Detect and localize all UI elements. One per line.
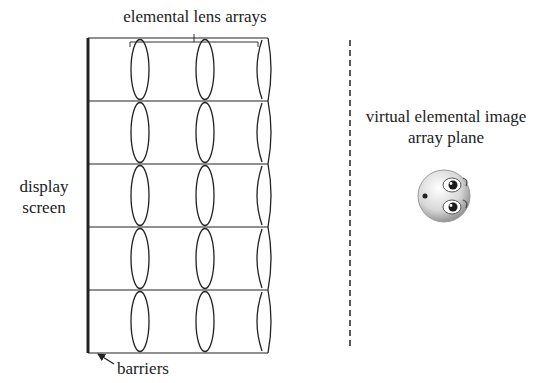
barrier-line <box>88 352 268 353</box>
viewer-head <box>418 170 470 222</box>
partial-lens <box>257 101 271 164</box>
lens-edge <box>268 38 269 353</box>
lens <box>196 103 214 163</box>
lens <box>196 40 214 100</box>
barrier-line <box>88 226 268 227</box>
barrier-line <box>88 100 268 101</box>
barrier-grid <box>88 38 268 353</box>
lens <box>131 292 149 352</box>
partial-lens <box>257 227 271 290</box>
lens <box>196 292 214 352</box>
virtual-plane-line <box>349 40 351 348</box>
barrier-line <box>88 289 268 290</box>
leader-arrow <box>98 354 114 364</box>
partial-lens <box>257 164 271 227</box>
lens <box>131 103 149 163</box>
barrier-line <box>88 37 268 38</box>
barrier-line <box>88 163 268 164</box>
lens <box>131 166 149 226</box>
lens <box>131 229 149 289</box>
partial-lens <box>257 290 271 353</box>
screen-label: display screen <box>8 176 80 219</box>
lens <box>196 166 214 226</box>
lens-array <box>131 38 271 353</box>
bracket <box>130 34 258 47</box>
display-screen-line <box>87 38 90 353</box>
lens <box>131 40 149 100</box>
partial-lens <box>257 38 271 101</box>
lens <box>196 229 214 289</box>
lens-array-label: elemental lens arrays <box>110 6 280 27</box>
plane-label: virtual elemental image array plane <box>350 106 542 149</box>
barrier-label: barriers <box>117 358 197 379</box>
